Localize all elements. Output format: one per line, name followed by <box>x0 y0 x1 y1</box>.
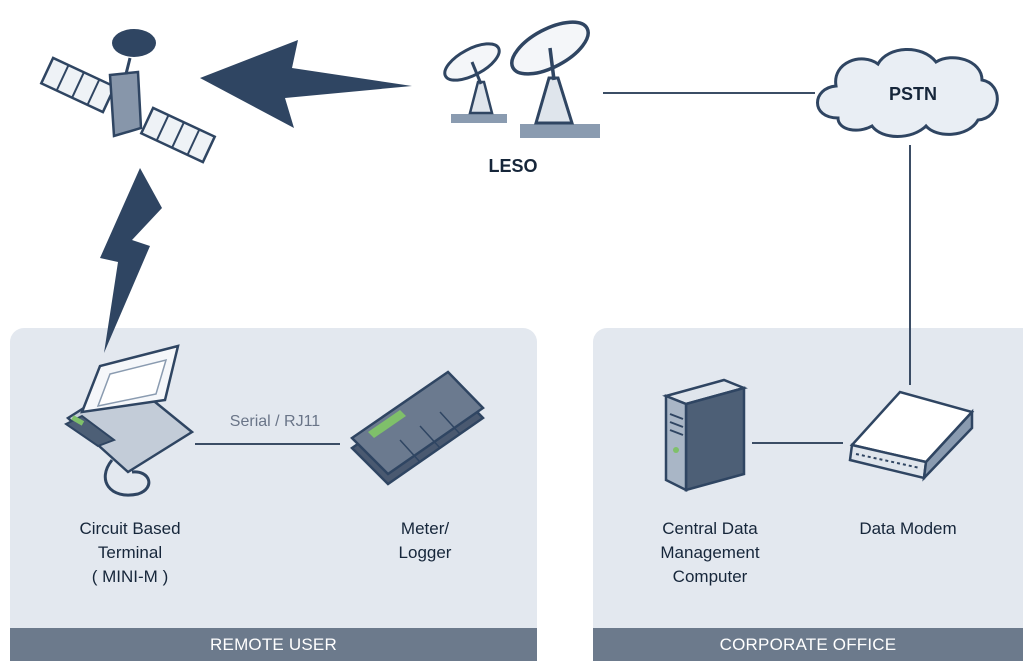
terminal-icon <box>64 344 195 497</box>
corporate-office-zone: CORPORATE OFFICE <box>593 328 1023 661</box>
lightning-icon <box>200 40 412 128</box>
pstn-label: PSTN <box>888 84 937 104</box>
data-modem-label: Data Modem <box>859 519 957 538</box>
corporate-office-label: CORPORATE OFFICE <box>593 628 1023 661</box>
leso-label: LESO <box>488 156 538 176</box>
dish-icon <box>510 20 600 138</box>
remote-user-label: REMOTE USER <box>10 628 537 661</box>
meter-logger-label: Meter/ Logger <box>398 519 452 562</box>
computer-label: Central Data Management Computer <box>660 519 760 586</box>
dish-icon <box>443 42 507 123</box>
terminal-label: Circuit Based Terminal ( MINI-M ) <box>79 519 181 586</box>
modem-icon <box>848 390 975 482</box>
server-icon <box>662 378 748 493</box>
serial-rj11-label: Serial / RJ11 <box>229 413 321 430</box>
cloud-icon <box>816 48 999 138</box>
satellite-icon <box>39 29 217 164</box>
logger-icon <box>350 370 485 486</box>
lightning-icon <box>100 168 162 353</box>
